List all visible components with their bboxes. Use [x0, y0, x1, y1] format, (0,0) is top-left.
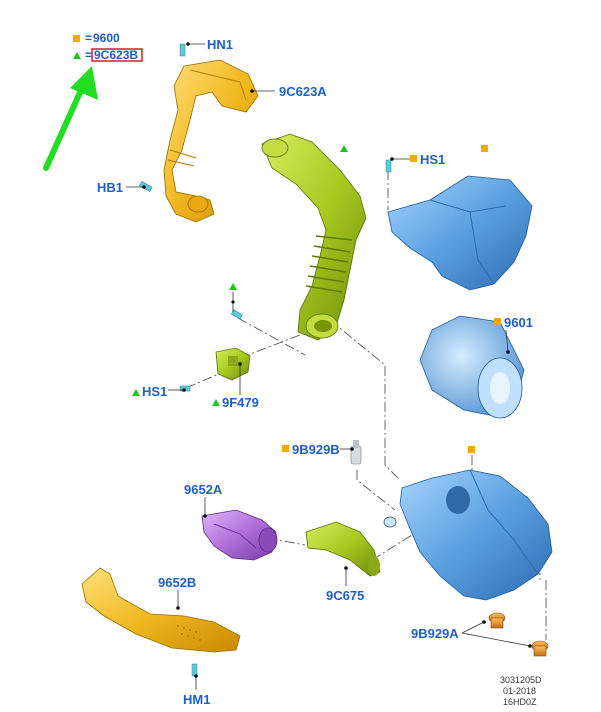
legend: = 9600 = 9C623B [73, 31, 143, 62]
callout-9b929a[interactable]: 9B929A [411, 626, 459, 641]
callout-9f479[interactable]: 9F479 [222, 395, 259, 410]
fastener-hm1[interactable] [191, 663, 198, 677]
marker-triangle-screw [229, 283, 237, 290]
callout-9c675[interactable]: 9C675 [326, 588, 364, 603]
legend-triangle-value: 9C623B [94, 48, 138, 62]
marker-square-9601 [494, 318, 501, 325]
legend-square-equals: = [85, 31, 92, 45]
legend-square-value: 9600 [93, 31, 120, 45]
callout-9601[interactable]: 9601 [504, 315, 533, 330]
marker-square-cover [481, 145, 488, 152]
part-9c623b-intake-hose[interactable] [261, 133, 367, 341]
legend-triangle-equals: = [85, 48, 92, 62]
part-9b929b-plug[interactable] [350, 440, 362, 465]
reference-line-3: 16HD0Z [503, 697, 537, 707]
legend-square-marker [73, 35, 80, 42]
reference-line-1: 3031205D [500, 675, 542, 685]
part-9b929a-grommet-upper[interactable] [488, 612, 506, 629]
marker-square-housing [468, 446, 475, 453]
marker-triangle-9f479 [212, 399, 220, 406]
fastener-hn1[interactable] [179, 43, 186, 57]
legend-highlight-box [91, 48, 143, 62]
fastener-hs1-top[interactable] [385, 159, 392, 173]
reference-block: 3031205D 01-2018 16HD0Z [500, 675, 542, 707]
part-9f479-sensor[interactable] [215, 347, 251, 381]
callout-markers [126, 42, 532, 690]
callout-9652b[interactable]: 9652B [158, 575, 196, 590]
callout-hs1-top[interactable]: HS1 [420, 152, 445, 167]
legend-triangle-marker [73, 52, 81, 59]
part-9652b-air-inlet-duct[interactable] [81, 567, 241, 653]
marker-triangle-hs1-left [132, 389, 140, 396]
part-air-filter-housing[interactable] [383, 469, 553, 601]
callout-hb1[interactable]: HB1 [97, 180, 123, 195]
part-9c623a-air-duct[interactable] [163, 59, 259, 223]
part-9601-filter-element[interactable] [419, 315, 525, 419]
green-arrow-icon [43, 66, 98, 171]
marker-triangle-hose [340, 145, 348, 152]
marker-square-9b929b [282, 445, 289, 452]
callout-9c623a[interactable]: 9C623A [279, 84, 327, 99]
marker-square-hs1 [410, 155, 417, 162]
fastener-9f479-screw[interactable] [230, 309, 243, 320]
part-9652a-resonator[interactable] [201, 509, 278, 561]
callout-hs1-left[interactable]: HS1 [142, 384, 167, 399]
callout-9652a[interactable]: 9652A [184, 482, 223, 497]
callout-9b929b[interactable]: 9B929B [292, 442, 340, 457]
part-air-filter-cover[interactable] [387, 175, 533, 291]
part-9c675-duct[interactable] [305, 521, 381, 577]
fastener-hb1[interactable] [138, 180, 153, 192]
callout-hn1[interactable]: HN1 [207, 37, 233, 52]
callout-hm1[interactable]: HM1 [183, 692, 210, 707]
part-9b929a-grommet-lower[interactable] [531, 640, 549, 657]
reference-line-2: 01-2018 [503, 686, 536, 696]
callout-labels: HN1 9C623A HB1 HS1 9601 HS1 9F479 9B929B… [97, 37, 533, 707]
